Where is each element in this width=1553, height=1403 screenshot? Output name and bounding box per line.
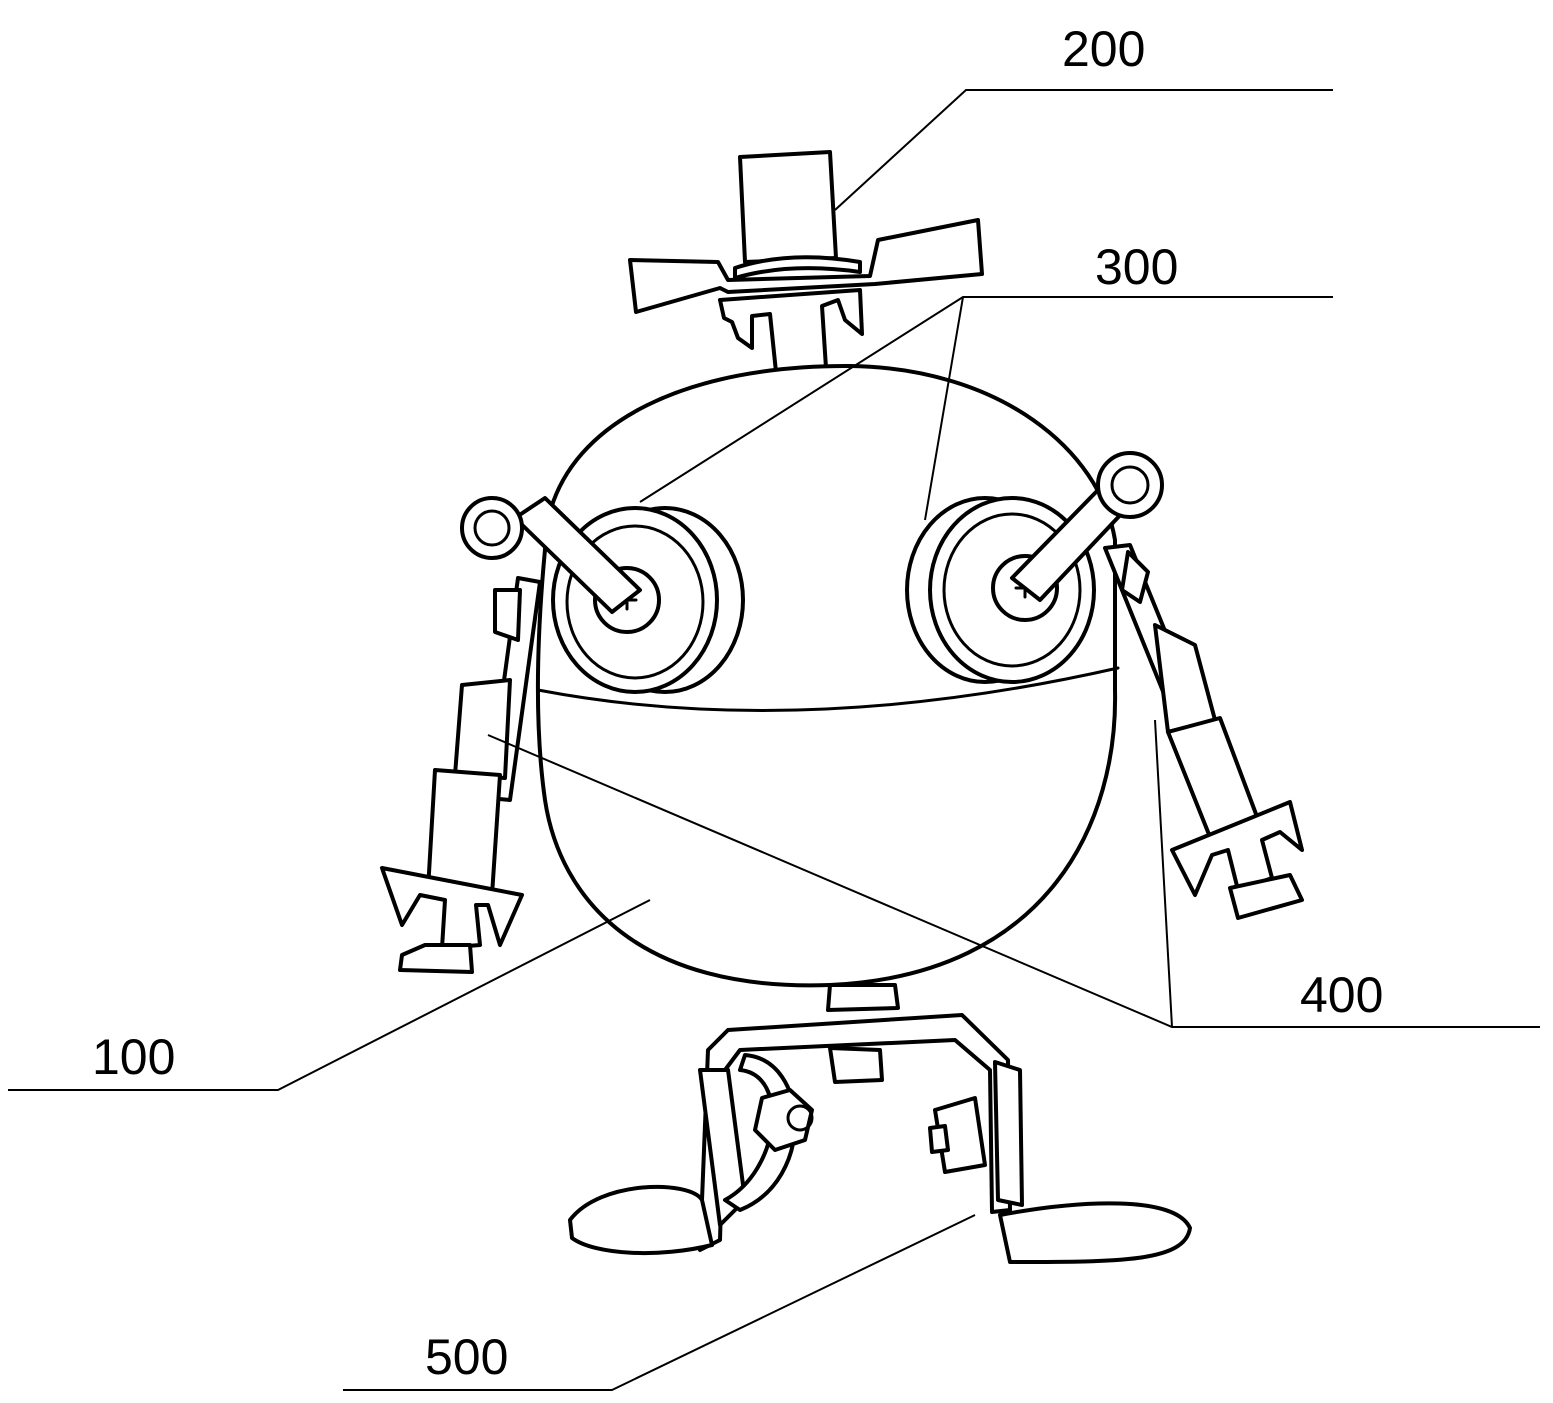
top-part-200 bbox=[630, 152, 982, 372]
label-400: 400 bbox=[1300, 967, 1383, 1023]
leader-200 bbox=[835, 90, 1333, 210]
label-300: 300 bbox=[1095, 239, 1178, 295]
label-200: 200 bbox=[1062, 21, 1145, 77]
label-100: 100 bbox=[92, 1029, 175, 1085]
arm-right bbox=[1105, 545, 1302, 918]
legs-500 bbox=[570, 1015, 1190, 1262]
leader-400-b bbox=[1155, 720, 1172, 1027]
arm-left bbox=[382, 578, 540, 972]
label-500: 500 bbox=[425, 1329, 508, 1385]
